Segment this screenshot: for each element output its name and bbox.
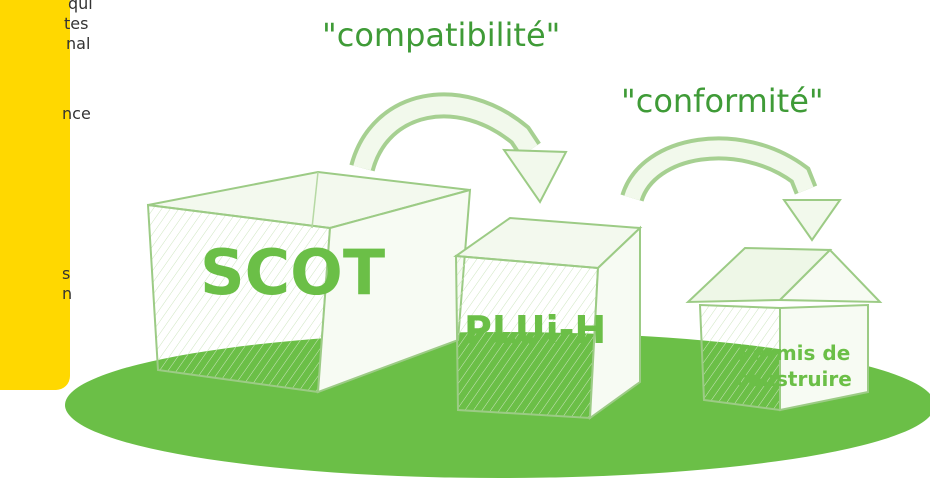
compatibility-label: "compatibilité" — [322, 16, 561, 54]
permis-label-line1: Permis de — [737, 341, 851, 365]
note-fragment: s — [62, 264, 71, 283]
note-fragment: n — [62, 284, 73, 303]
note-fragment: tes — [64, 14, 89, 33]
note-fragment: nce — [62, 104, 91, 123]
curved-arrow-icon — [349, 92, 568, 204]
note-fragment: nal — [66, 34, 91, 53]
pluih-label: PLUi-H — [464, 308, 607, 352]
note-fragment: qui — [68, 0, 93, 13]
scot-box-icon — [146, 170, 472, 394]
house-icon — [685, 246, 883, 412]
scot-label: SCOT — [200, 236, 386, 309]
conformity-label: "conformité" — [621, 82, 824, 120]
permis-label: Permis de construire — [724, 340, 864, 392]
side-note-panel: qui tes nal nce s n — [0, 0, 93, 390]
curved-arrow-icon — [620, 136, 842, 242]
permis-label-line2: construire — [736, 367, 852, 391]
pluih-box-icon — [453, 216, 643, 421]
